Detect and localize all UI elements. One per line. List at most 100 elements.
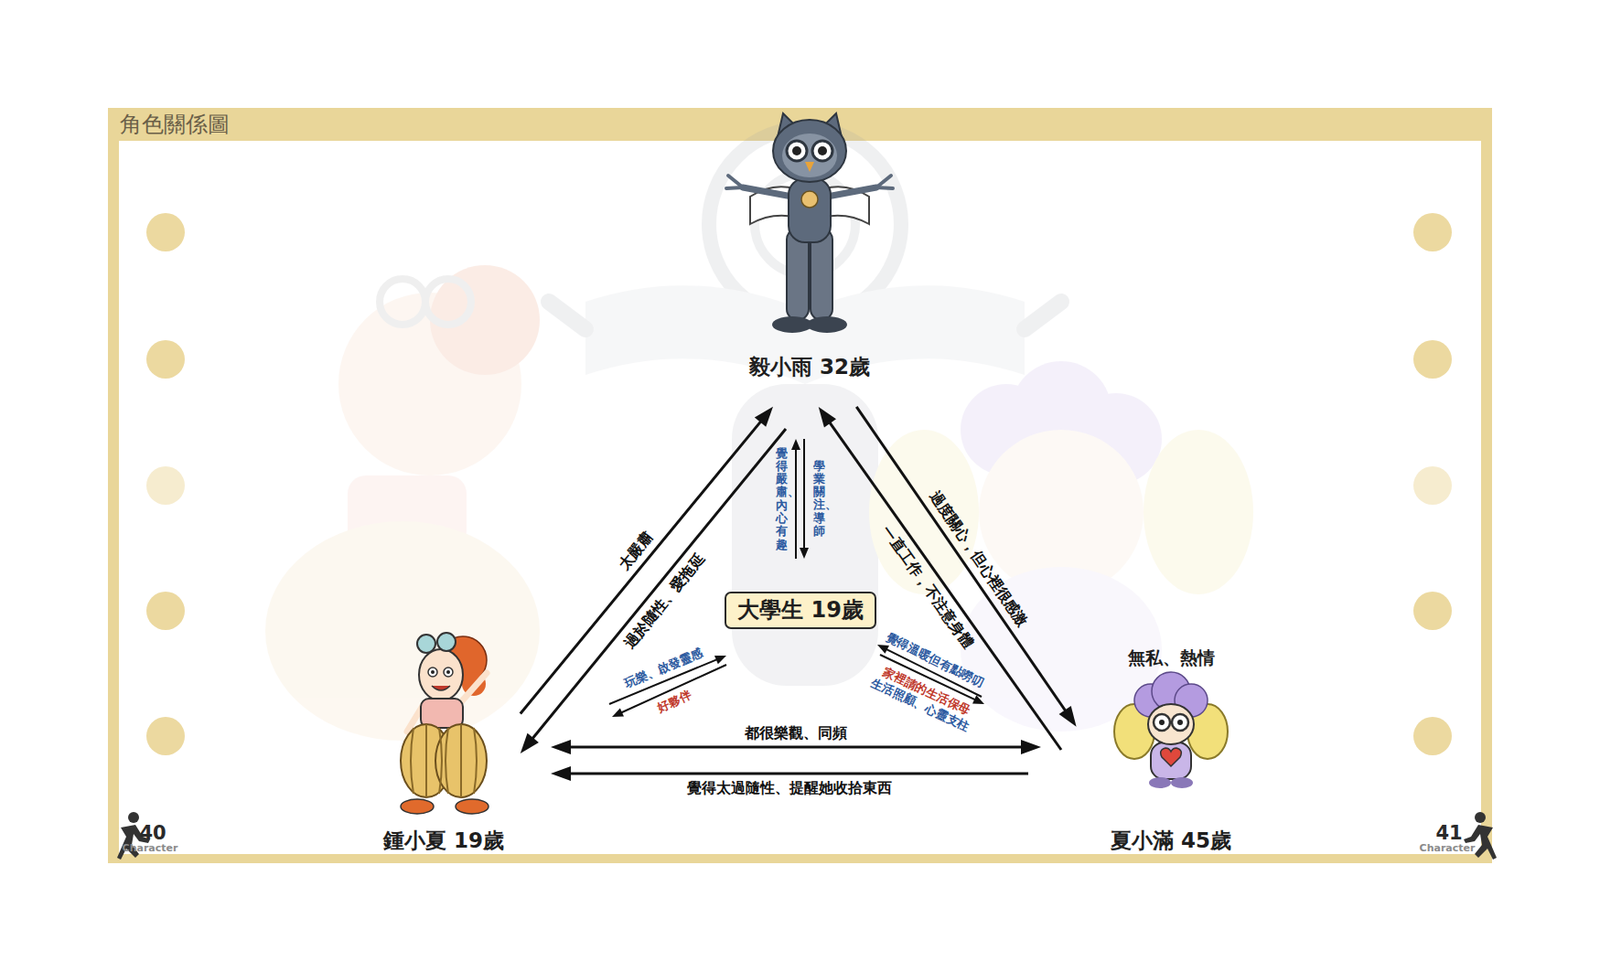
owl-character <box>806 316 848 333</box>
girl-character <box>430 670 435 675</box>
girl-character <box>443 667 453 677</box>
runner-icon <box>1474 812 1486 824</box>
arrowhead <box>754 407 774 428</box>
faded-background-art <box>265 128 1254 741</box>
page-frame <box>107 107 1493 864</box>
owl-character <box>742 187 793 197</box>
decor-dots <box>1413 717 1452 756</box>
arrowhead <box>799 547 809 559</box>
character-name: 毅小雨 32歲 <box>749 354 870 381</box>
arrowhead <box>550 740 571 755</box>
decor-dots <box>146 340 185 379</box>
page-title-holder: 角色關係圖 <box>119 111 230 139</box>
grandma-character <box>1114 672 1228 789</box>
character-node: 毅小雨 32歲 <box>713 117 906 403</box>
edge-label: 都很樂觀、同頻 <box>744 724 848 742</box>
grandma-character <box>1177 719 1183 726</box>
decor-dots <box>1413 213 1452 252</box>
grandma-character <box>1148 704 1194 745</box>
faded-background-art <box>379 279 426 325</box>
page-number-holder: 41 <box>1435 822 1462 846</box>
page-number: 41 <box>1435 822 1462 846</box>
page-frame <box>118 140 1482 855</box>
arrow-line <box>794 448 797 559</box>
grandma-character <box>1170 777 1193 789</box>
edge-label: 覺得嚴肅、內心有趣 <box>775 446 788 551</box>
arrowhead <box>791 439 801 451</box>
girl-character <box>417 634 436 654</box>
grandma-character <box>1153 714 1171 731</box>
page-caption: Character <box>122 842 179 855</box>
faded-background-art <box>1143 429 1254 595</box>
owl-character <box>817 146 827 156</box>
role-name: 大學生 19歲 <box>737 597 864 624</box>
relation-arrow <box>791 439 801 559</box>
girl-character <box>446 670 451 675</box>
edge-label-holder: 學業關注、導師 <box>813 460 826 539</box>
girl-character <box>455 799 489 815</box>
owl-character <box>876 175 892 188</box>
edge-label: 學業關注、導師 <box>813 460 826 539</box>
decor-dots <box>146 717 185 756</box>
arrowhead <box>972 695 985 705</box>
girl-character <box>428 667 438 677</box>
girl-character <box>400 799 434 815</box>
decor-dots <box>146 466 185 505</box>
owl-character <box>726 187 743 189</box>
owl-character <box>792 146 802 156</box>
decor-dots <box>1413 466 1452 505</box>
edge-label-holder: 都很樂觀、同頻 <box>744 724 848 742</box>
arrowhead <box>877 644 890 655</box>
owl-character <box>786 140 807 162</box>
relation-arrow <box>818 407 1062 751</box>
arrowhead <box>818 407 837 429</box>
decor-dots <box>146 591 185 631</box>
page-caption-holder: Character <box>1419 842 1476 855</box>
page-frame <box>107 107 1493 864</box>
arrowhead <box>1059 706 1077 728</box>
arrow-line <box>531 429 786 741</box>
arrowhead <box>1020 740 1042 755</box>
faded-background-art <box>425 279 472 325</box>
edge-label: 覺得太過隨性、提醒她收拾東西 <box>687 779 892 797</box>
page-number: 40 <box>139 822 166 846</box>
decor-dots <box>146 213 1452 756</box>
character-node: 鍾小夏 19歲 <box>370 631 517 860</box>
relation-arrow <box>520 407 774 715</box>
page-title: 角色關係圖 <box>119 111 230 139</box>
owl-character <box>805 161 815 172</box>
arrow-line <box>568 773 1029 776</box>
grandma-character <box>1160 748 1182 767</box>
decor-dots <box>1413 591 1452 631</box>
arrowhead <box>612 708 624 718</box>
relation-arrow <box>799 439 809 559</box>
faded-background-art <box>1024 301 1062 330</box>
faded-background-art <box>265 521 540 741</box>
relation-arrow <box>856 407 1076 728</box>
character-name: 夏小滿 45歲 <box>1110 828 1232 855</box>
character-trait: 無私、熱情 <box>1127 647 1215 669</box>
decor-dots <box>1413 340 1452 379</box>
arrow-line <box>568 746 1025 750</box>
owl-character <box>801 191 818 208</box>
arrowhead <box>550 766 571 782</box>
page-number-holder: 40 <box>139 822 166 846</box>
owl-character <box>772 316 813 333</box>
decor-dots <box>146 213 185 252</box>
owl-character <box>812 140 833 162</box>
arrow-line <box>520 419 763 714</box>
runner-icon <box>128 812 140 824</box>
grandma-character <box>1159 719 1165 726</box>
arrowhead <box>714 655 727 665</box>
owl-character <box>876 187 893 189</box>
character-node: 無私、熱情夏小滿 45歲 <box>1079 640 1263 860</box>
owl-character <box>788 178 831 243</box>
girl-character <box>418 649 463 701</box>
girl-character <box>437 633 456 652</box>
owl-character <box>726 113 893 333</box>
relation-arrow <box>550 766 1029 782</box>
girl-character <box>459 673 487 705</box>
role-box: 大學生 19歲 <box>724 591 877 630</box>
